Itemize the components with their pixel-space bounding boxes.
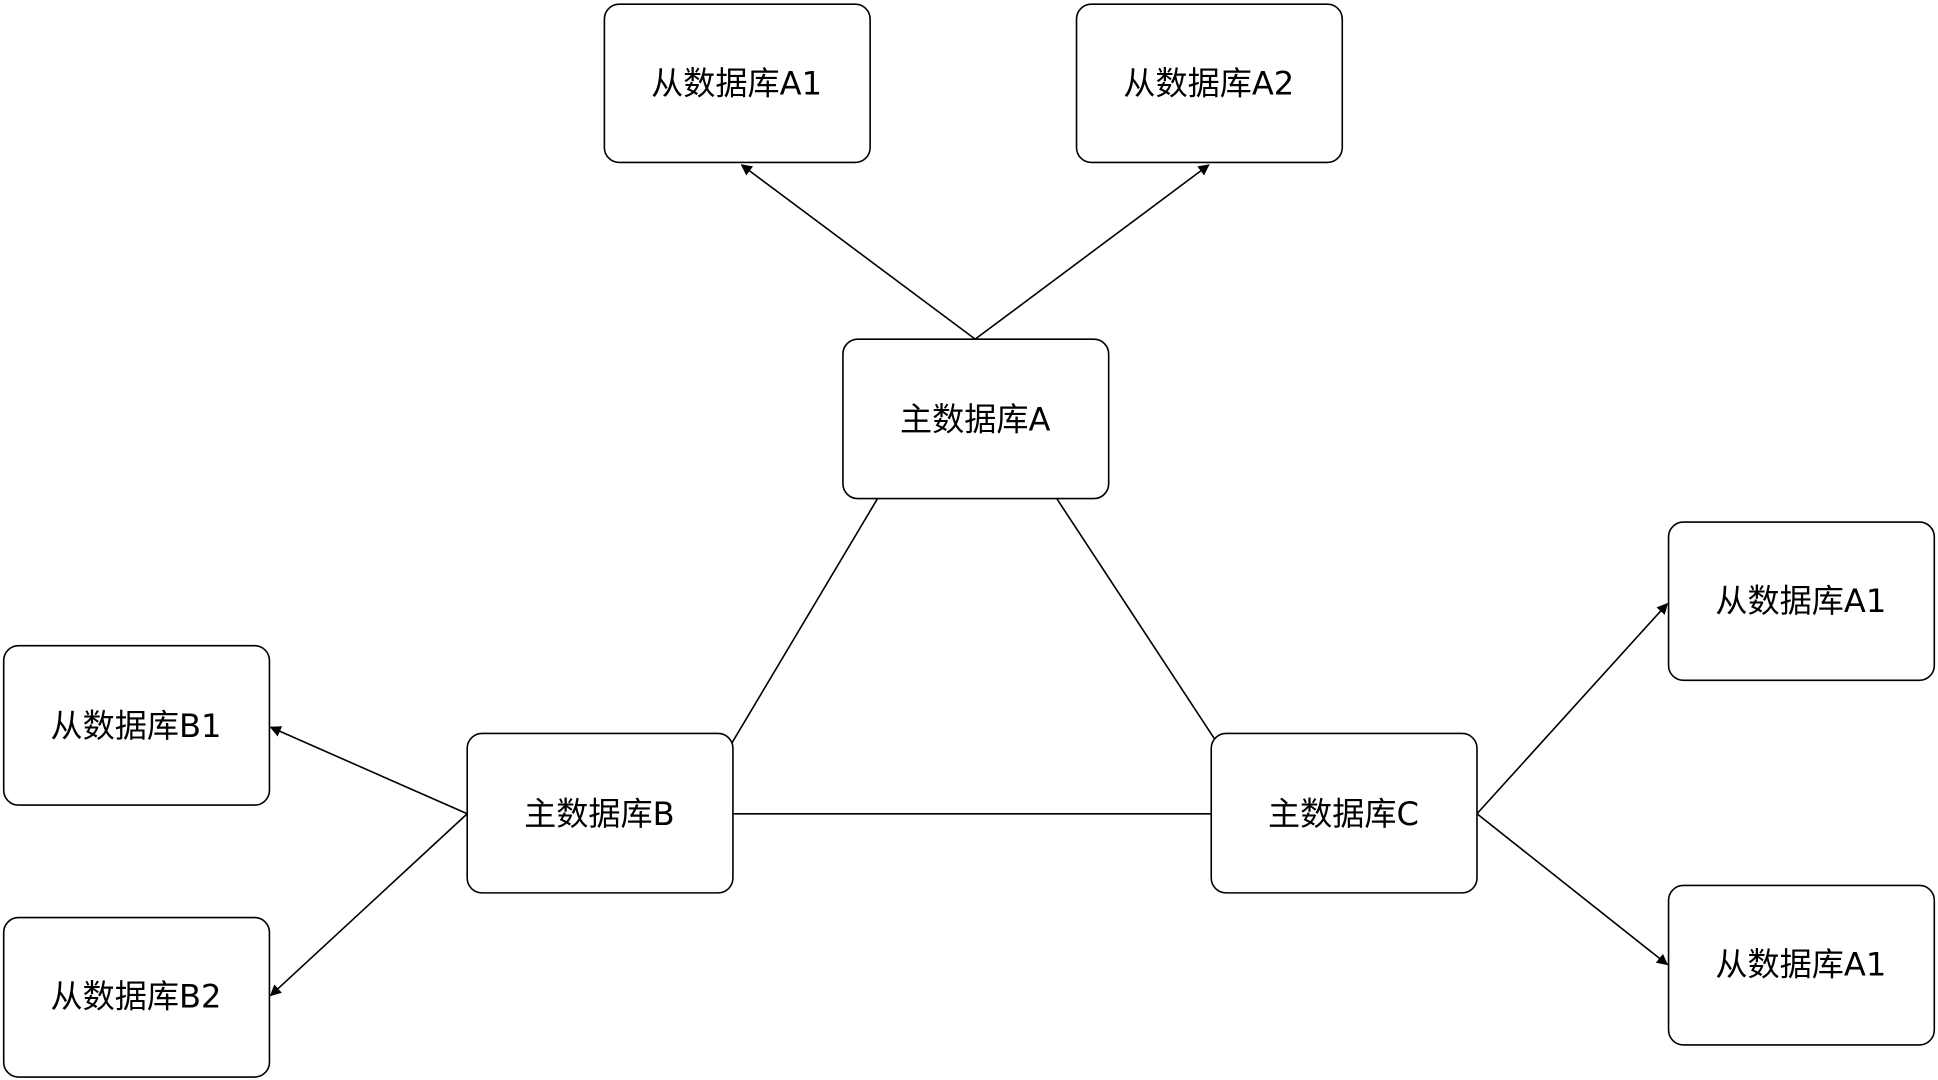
node-slave-c2[interactable]: 从数据库A1 [1667, 884, 1936, 1046]
node-master-c[interactable]: 主数据库C [1210, 732, 1478, 894]
node-label: 从数据库A1 [1715, 946, 1886, 984]
node-slave-c1[interactable]: 从数据库A1 [1667, 521, 1936, 682]
node-label: 主数据库B [524, 795, 675, 833]
node-label: 主数据库A [900, 400, 1051, 438]
node-slave-a2[interactable]: 从数据库A2 [1075, 3, 1344, 164]
node-master-b[interactable]: 主数据库B [466, 732, 734, 894]
node-slave-a1[interactable]: 从数据库A1 [603, 3, 871, 164]
edge-c-to-c1 [1476, 602, 1669, 815]
edge-a-to-a2 [974, 164, 1210, 340]
node-label: 从数据库B2 [50, 978, 221, 1016]
edge-a-to-a1 [740, 164, 976, 340]
node-label: 从数据库A2 [1123, 64, 1294, 102]
node-label: 从数据库B1 [50, 707, 221, 745]
node-master-a[interactable]: 主数据库A [842, 338, 1110, 500]
edge-b-to-b1 [269, 726, 468, 815]
edge-a-c [1056, 498, 1216, 741]
node-label: 从数据库A1 [1715, 582, 1886, 620]
node-label: 从数据库A1 [651, 64, 822, 102]
node-label: 主数据库C [1268, 795, 1419, 833]
edge-a-b [731, 498, 879, 744]
node-slave-b2[interactable]: 从数据库B2 [2, 916, 271, 1078]
edge-b-to-b2 [269, 813, 468, 997]
edge-c-to-c2 [1476, 813, 1669, 966]
node-slave-b1[interactable]: 从数据库B1 [2, 644, 271, 806]
